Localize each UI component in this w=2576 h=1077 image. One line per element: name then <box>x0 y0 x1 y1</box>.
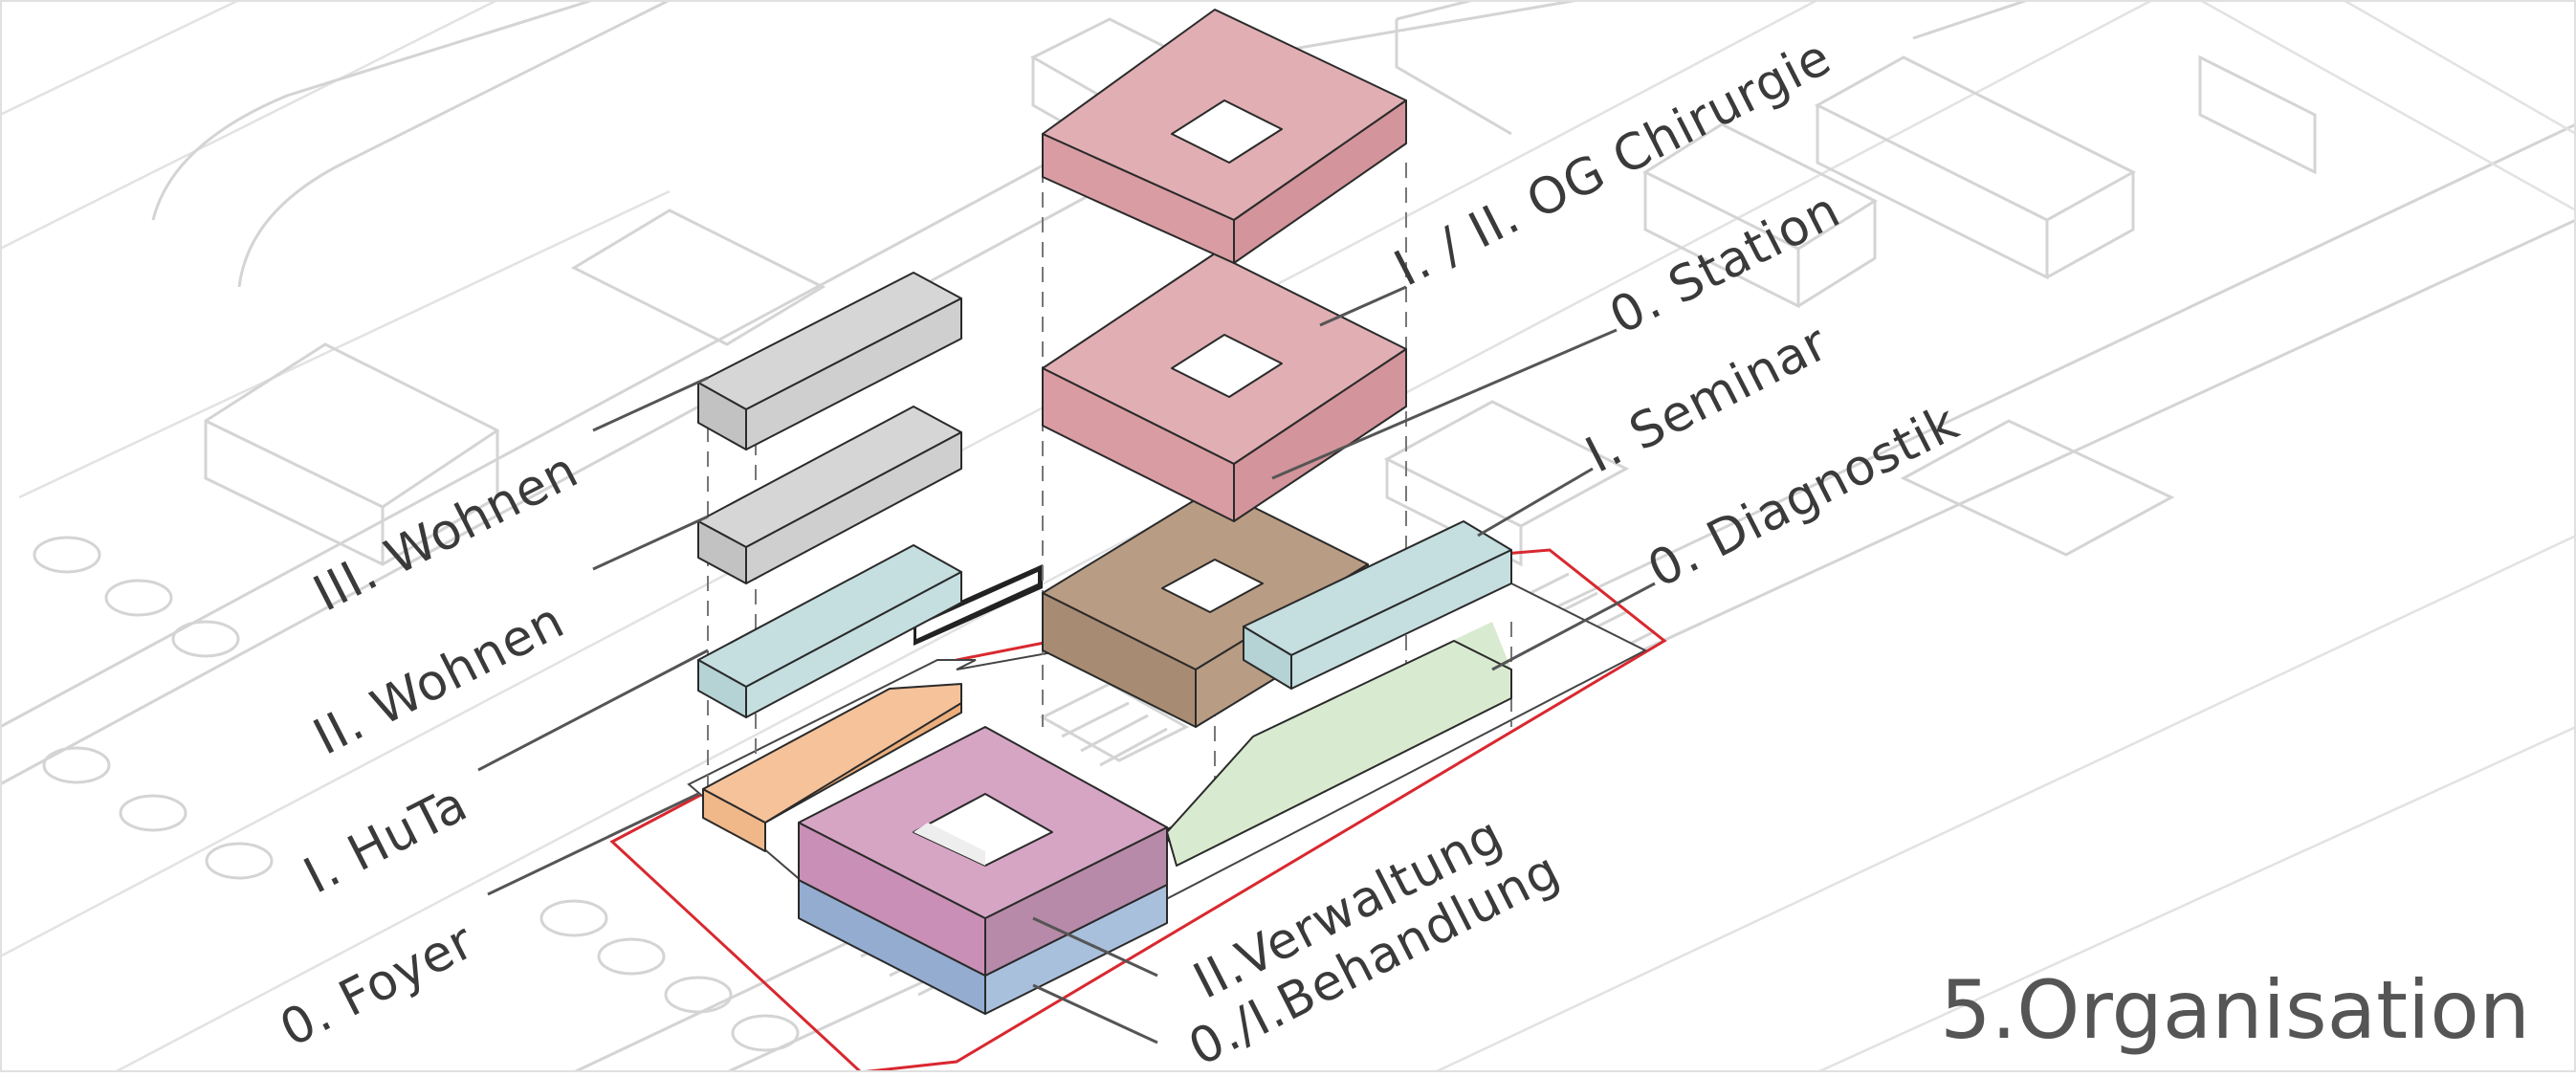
street-trees <box>33 536 800 1052</box>
block-verwaltung <box>798 726 1168 977</box>
label-seminar: I. Seminar <box>1577 314 1838 484</box>
block-huta <box>697 544 962 718</box>
block-wohnen-3 <box>697 272 962 451</box>
diagram-title: 5.Organisation <box>1940 963 2530 1057</box>
block-diagnostik <box>1166 622 1512 867</box>
block-chirurgie-1 <box>1042 253 1407 522</box>
block-foyer <box>702 683 962 852</box>
label-huta: I. HuTa <box>296 775 477 905</box>
block-wohnen-2 <box>697 406 962 584</box>
block-seminar <box>1243 520 1512 690</box>
block-chirurgie-2 <box>1042 9 1407 264</box>
leader-lines <box>477 285 1656 1044</box>
